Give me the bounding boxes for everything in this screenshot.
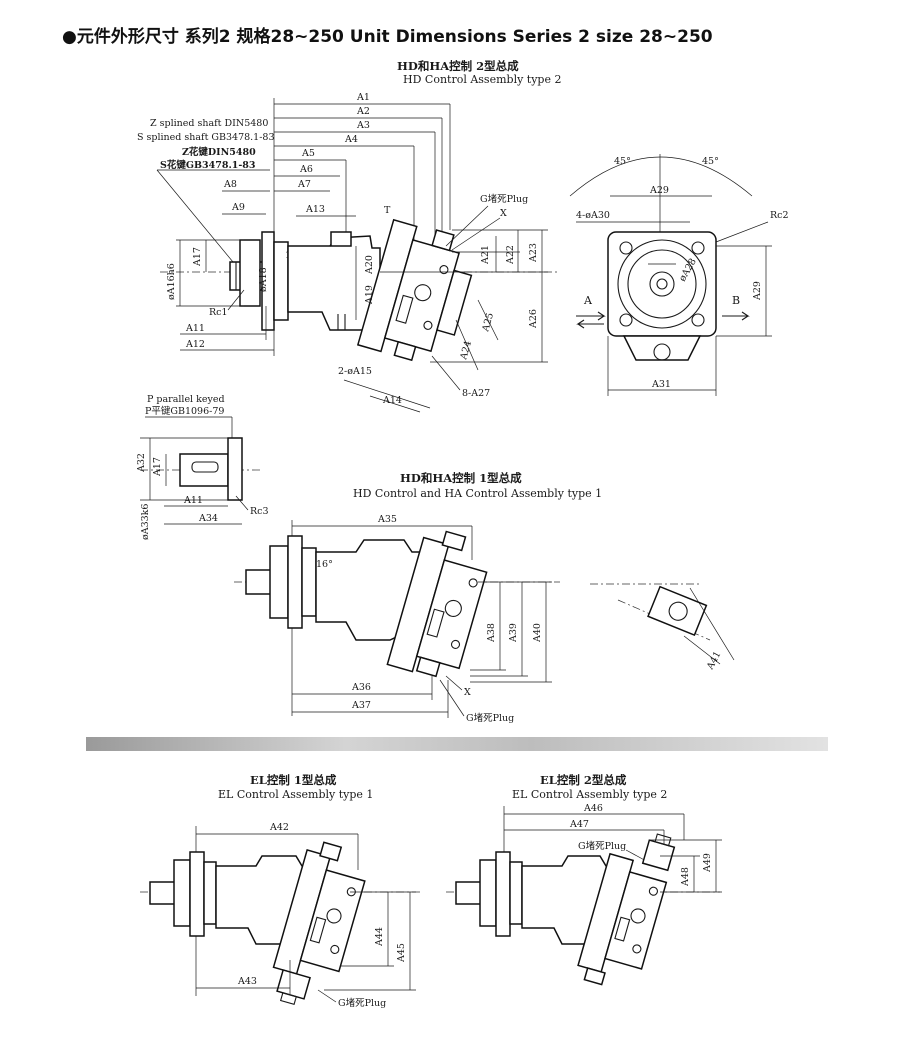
arrow-a-label: A (583, 294, 593, 307)
port-t-label: T (384, 205, 391, 216)
hd2-left-dimensions: øA16h6 A17 øA18 Rc1 A11 A12 A20 A19 2-øA… (166, 239, 490, 413)
hd2-g-plug: G堵死Plug (480, 193, 528, 205)
hd1-g-plug: G堵死Plug (466, 712, 514, 724)
hd2-shaft-notes: Z splined shaft DIN5480 S splined shaft … (137, 118, 275, 286)
el1-view: EL控制 1型总成 EL Control Assembly type 1 A42 (140, 773, 420, 1009)
dim-a41: A41 (704, 650, 723, 673)
el1-title-en: EL Control Assembly type 1 (218, 788, 373, 801)
dim-a3: A3 (356, 120, 370, 131)
dim-a25: A25 (480, 312, 496, 334)
dim-a43: A43 (237, 976, 257, 987)
hd1-port-x: X (464, 687, 471, 698)
note-z-shaft: Z splined shaft DIN5480 (150, 118, 268, 129)
hd2-title-en: HD Control Assembly type 2 (403, 73, 561, 86)
hd2-title-cn: HD和HA控制 2型总成 (397, 59, 519, 73)
el2-g-plug: G堵死Plug (578, 840, 626, 852)
hd1-title-en: HD Control and HA Control Assembly type … (353, 487, 602, 500)
hd1-title-cn: HD和HA控制 1型总成 (400, 471, 522, 485)
dim-a15: 2-øA15 (338, 366, 372, 377)
el2-view: EL控制 2型总成 EL Control Assembly type 2 A46… (446, 773, 722, 986)
label-rc3: Rc3 (250, 506, 269, 517)
arrow-b-label: B (732, 294, 740, 307)
page-heading: ●元件外形尺寸 系列2 规格28~250 Unit Dimensions Ser… (62, 27, 713, 47)
dim-a29-right: A29 (752, 281, 763, 301)
dim-a33: øA33k6 (140, 504, 151, 540)
dim-a39: A39 (508, 623, 519, 643)
hd2-port-x: X (500, 208, 507, 219)
dim-a37: A37 (351, 700, 371, 711)
dim-a30: 4-øA30 (576, 210, 610, 221)
dim-a9: A9 (231, 202, 245, 213)
angle-16-hd1: 16° (316, 559, 333, 570)
dim-a34: A34 (198, 513, 218, 524)
dim-a24: A24 (458, 340, 474, 362)
dim-a6: A6 (299, 164, 313, 175)
dim-a46: A46 (583, 803, 603, 814)
dim-a44: A44 (374, 927, 385, 947)
dim-a19: A19 (364, 285, 375, 305)
dim-a4: A4 (344, 134, 358, 145)
angle-45-right: 45° (702, 156, 719, 167)
dim-a23: A23 (528, 243, 539, 263)
note-s-shaft: S splined shaft GB3478.1-83 (137, 132, 275, 143)
note-s-cn: S花键GB3478.1-83 (160, 159, 256, 171)
dim-a5: A5 (301, 148, 315, 159)
hd1-view: HD和HA控制 1型总成 HD Control and HA Control A… (234, 471, 602, 724)
label-rc1: Rc1 (209, 307, 228, 318)
dim-a17: A17 (192, 247, 203, 267)
note-z-cn: Z花键DIN5480 (182, 146, 256, 158)
dim-a40: A40 (532, 623, 543, 643)
dim-a48: A48 (680, 867, 691, 887)
el2-control-block (577, 833, 676, 986)
a41-detail: A41 (590, 583, 735, 673)
dim-a2: A2 (356, 106, 370, 117)
dim-a11: A11 (185, 323, 205, 334)
dim-a8: A8 (223, 179, 237, 190)
el2-title-cn: EL控制 2型总成 (540, 773, 627, 787)
el1-g-plug: G堵死Plug (338, 997, 386, 1009)
hd2-view: HD和HA控制 2型总成 HD Control Assembly type 2 … (137, 59, 561, 413)
dim-a47: A47 (569, 819, 589, 830)
dim-a11-p: A11 (183, 495, 203, 506)
dim-a29-top: A29 (649, 185, 669, 196)
dim-a36: A36 (351, 682, 371, 693)
dim-a42: A42 (269, 822, 289, 833)
el1-control-block (272, 841, 366, 1006)
dim-a13: A13 (305, 204, 325, 215)
dim-a14: A14 (382, 395, 402, 406)
note-p-cn: P平键GB1096-79 (145, 405, 224, 417)
dim-a20: A20 (364, 255, 375, 275)
hd2-top-dimensions: A1 A2 A3 A4 A5 A6 A7 A8 A9 A13 T (222, 92, 451, 245)
dim-a32: A32 (136, 453, 147, 473)
hd2-shaft-flange: 16° (160, 231, 560, 331)
hd2-right-dimensions: A21 A22 A23 A26 G堵死Plug X A25 A24 (380, 193, 548, 371)
dim-a21: A21 (480, 245, 491, 265)
section-divider (86, 737, 828, 751)
dim-a7: A7 (297, 179, 311, 190)
dim-a31: A31 (651, 379, 671, 390)
dim-a26: A26 (528, 309, 539, 329)
el1-title-cn: EL控制 1型总成 (250, 773, 337, 787)
p-keyed-detail: P parallel keyed P平键GB1096-79 A32 A17 øA… (136, 394, 269, 540)
dim-a16: øA16h6 (166, 263, 177, 300)
dim-a45: A45 (396, 943, 407, 963)
dim-a35: A35 (377, 514, 397, 525)
dim-a18: øA18 (258, 267, 269, 292)
dim-a49: A49 (702, 853, 713, 873)
label-rc2: Rc2 (770, 210, 789, 221)
angle-45-left: 45° (614, 156, 631, 167)
el2-title-en: EL Control Assembly type 2 (512, 788, 667, 801)
dim-a17-p: A17 (152, 457, 163, 477)
dim-a22: A22 (505, 245, 516, 265)
note-p-shaft: P parallel keyed (147, 394, 225, 405)
dim-a27: 8-A27 (462, 388, 490, 399)
dim-a12: A12 (185, 339, 205, 350)
front-end-view: 45° 45° A29 4-øA30 Rc2 øA28 A29 A31 A B (569, 154, 789, 396)
hd2-control-block (356, 218, 473, 362)
dim-a1: A1 (356, 92, 370, 103)
dim-a38: A38 (486, 623, 497, 643)
hd1-control-block (386, 530, 488, 678)
